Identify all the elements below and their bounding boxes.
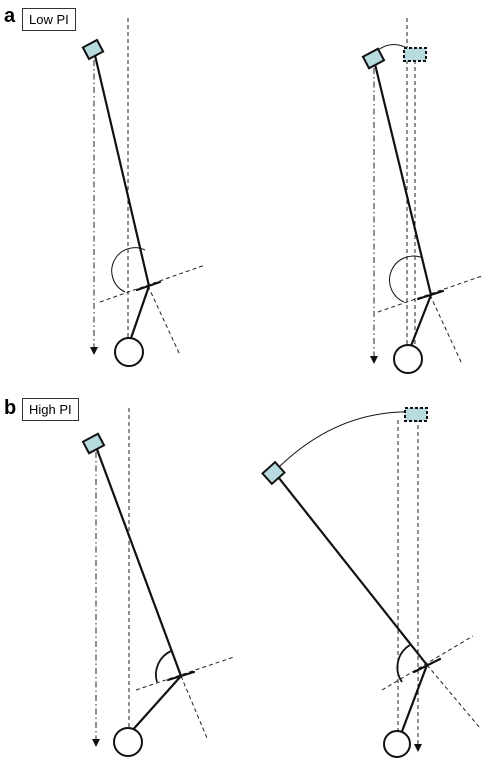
panel-letter-a: a	[4, 5, 16, 27]
panel-b-right-figure	[261, 407, 481, 758]
panel-letter-b: b	[4, 397, 17, 419]
perpendicular-line	[426, 664, 481, 729]
plumb-arrow-icon	[370, 356, 378, 364]
trunk-mass-box	[81, 38, 105, 61]
angle-arc	[155, 650, 172, 683]
panel-label-high-pi: High PI	[22, 398, 79, 421]
translated-mass-box	[403, 47, 427, 62]
plumb-arrow-icon	[92, 739, 100, 747]
translated-arrow-icon	[414, 744, 422, 752]
endplate-line	[381, 635, 474, 691]
femoral-head-circle	[393, 344, 423, 374]
plumb-arrow-icon	[90, 347, 98, 355]
femoral-segment	[407, 293, 433, 353]
panel-a-left-figure	[81, 18, 206, 367]
panel-b-left-figure	[81, 408, 235, 757]
endplate-line	[135, 656, 235, 691]
angle-arc	[389, 255, 424, 303]
trunk-mass-box	[361, 47, 386, 70]
translated-mass-box	[404, 407, 428, 422]
femoral-segment	[127, 284, 151, 346]
femoral-head-circle	[383, 730, 411, 758]
trunk-segment	[92, 49, 151, 288]
trunk-segment	[273, 471, 429, 667]
endplate-line	[99, 264, 206, 303]
femoral-head-circle	[113, 727, 143, 757]
trunk-mass-box	[261, 460, 286, 486]
perpendicular-line	[147, 285, 181, 356]
femoral-head-circle	[114, 337, 144, 367]
trunk-segment	[93, 442, 183, 678]
endplate-line	[377, 275, 483, 313]
panel-label-low-pi: Low PI	[22, 8, 76, 31]
femoral-segment	[128, 674, 183, 735]
panel-a-right-figure	[361, 18, 483, 374]
perpendicular-line	[180, 675, 208, 739]
angle-arc	[111, 247, 146, 293]
angle-arc	[396, 644, 411, 683]
trunk-segment	[372, 58, 433, 297]
perpendicular-line	[429, 294, 463, 365]
rotation-arc	[278, 411, 413, 468]
femoral-segment	[399, 663, 429, 736]
trunk-mass-box	[81, 432, 106, 455]
